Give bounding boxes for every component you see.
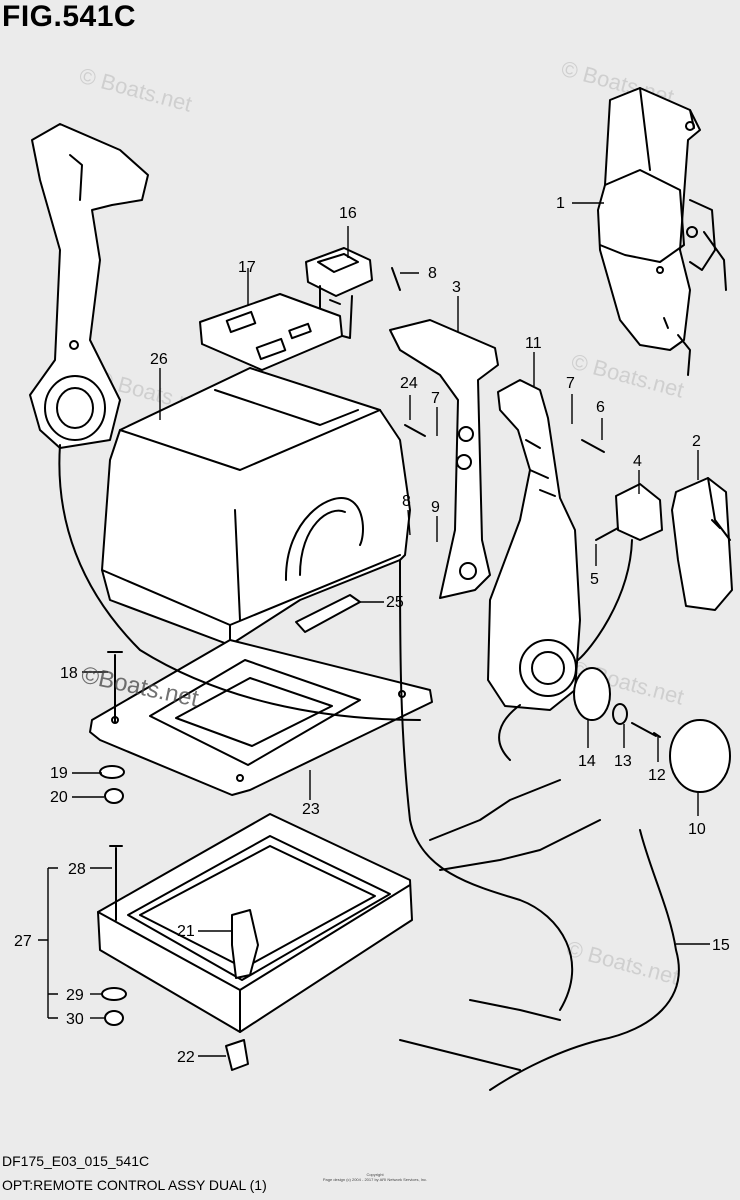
wire-harness-shape bbox=[399, 559, 680, 1091]
callout-6: 6 bbox=[596, 399, 605, 416]
copyright-line-2: Page design (c) 2004 - 2017 by ARI Netwo… bbox=[322, 1177, 428, 1182]
watermark: © Boats.net bbox=[77, 63, 195, 117]
left-lever-shape bbox=[29, 123, 421, 721]
figure-code: DF175_E03_015_541C bbox=[2, 1153, 150, 1169]
watermark: © Boats.net bbox=[569, 349, 687, 403]
washer-29-shape bbox=[101, 987, 127, 1001]
plate-shape bbox=[199, 293, 343, 371]
screw-24-shape bbox=[404, 424, 426, 437]
watermark: © Boats.net bbox=[564, 936, 682, 990]
callout-21: 21 bbox=[177, 923, 195, 940]
callout-23: 23 bbox=[302, 801, 320, 818]
callout-2: 2 bbox=[692, 433, 701, 450]
callout-18: 18 bbox=[60, 665, 78, 682]
cover-shape bbox=[671, 477, 733, 611]
washer-19-shape bbox=[99, 765, 125, 779]
part-25-shape bbox=[295, 594, 361, 633]
callout-19: 19 bbox=[50, 765, 68, 782]
callout-9: 9 bbox=[431, 499, 440, 516]
screw-5-shape bbox=[595, 527, 619, 541]
callout-24: 24 bbox=[400, 375, 418, 392]
callout-7: 7 bbox=[566, 375, 575, 392]
part-4-shape bbox=[615, 483, 663, 541]
nut-30-shape bbox=[104, 1010, 124, 1026]
switch-shape bbox=[305, 247, 373, 339]
screw-8-shape bbox=[391, 267, 401, 291]
part-21-shape bbox=[231, 909, 259, 979]
nut-20-shape bbox=[104, 788, 124, 804]
part-13-shape bbox=[612, 703, 628, 725]
handle-bracket-shape bbox=[389, 319, 499, 599]
callout-11: 11 bbox=[525, 335, 542, 352]
gasket-shape bbox=[89, 639, 433, 796]
figure-title: FIG.541C bbox=[2, 0, 137, 33]
screw-6-shape bbox=[581, 439, 605, 453]
callout-15: 15 bbox=[712, 937, 730, 954]
part-22-shape bbox=[225, 1039, 249, 1071]
callout-17: 17 bbox=[238, 259, 256, 276]
callout-13: 13 bbox=[614, 753, 632, 770]
callout-26: 26 bbox=[150, 351, 168, 368]
callout-27: 27 bbox=[14, 933, 32, 950]
base-frame-shape bbox=[97, 813, 413, 1033]
callout-28: 28 bbox=[68, 861, 86, 878]
lever-arm-shape bbox=[487, 379, 581, 711]
callout-29: 29 bbox=[66, 987, 84, 1004]
part-12-shape bbox=[631, 722, 661, 738]
callout-30: 30 bbox=[66, 1011, 84, 1028]
callout-8b: 8 bbox=[402, 493, 411, 510]
callout-14: 14 bbox=[578, 753, 596, 770]
housing-shape bbox=[101, 367, 411, 646]
callout-20: 20 bbox=[50, 789, 68, 806]
part-14-shape bbox=[573, 667, 611, 721]
remote-control-unit-shape bbox=[597, 87, 727, 376]
callout-4: 4 bbox=[633, 453, 642, 470]
figure-caption: OPT:REMOTE CONTROL ASSY DUAL (1) bbox=[2, 1177, 267, 1193]
callout-25: 25 bbox=[386, 594, 404, 611]
callout-8: 8 bbox=[428, 265, 437, 282]
leader-lines bbox=[38, 202, 710, 1057]
callout-22: 22 bbox=[177, 1049, 195, 1066]
screw-28-shape bbox=[109, 845, 123, 921]
copyright-line-1: Copyright bbox=[366, 1172, 384, 1177]
part-10-shape bbox=[669, 719, 731, 793]
callout-1: 1 bbox=[556, 195, 565, 212]
screw-18-shape bbox=[107, 651, 123, 723]
callout-16: 16 bbox=[339, 205, 357, 222]
callout-3: 3 bbox=[452, 279, 461, 296]
callout-7b: 7 bbox=[431, 390, 440, 407]
callouts: 1 2 3 4 5 6 7 7 8 8 9 10 11 12 13 14 15 … bbox=[14, 195, 730, 1066]
callout-12: 12 bbox=[648, 767, 666, 784]
callout-10: 10 bbox=[688, 821, 706, 838]
callout-5: 5 bbox=[590, 571, 599, 588]
copyright-notice: Copyright Page design (c) 2004 - 2017 by… bbox=[320, 1172, 430, 1182]
